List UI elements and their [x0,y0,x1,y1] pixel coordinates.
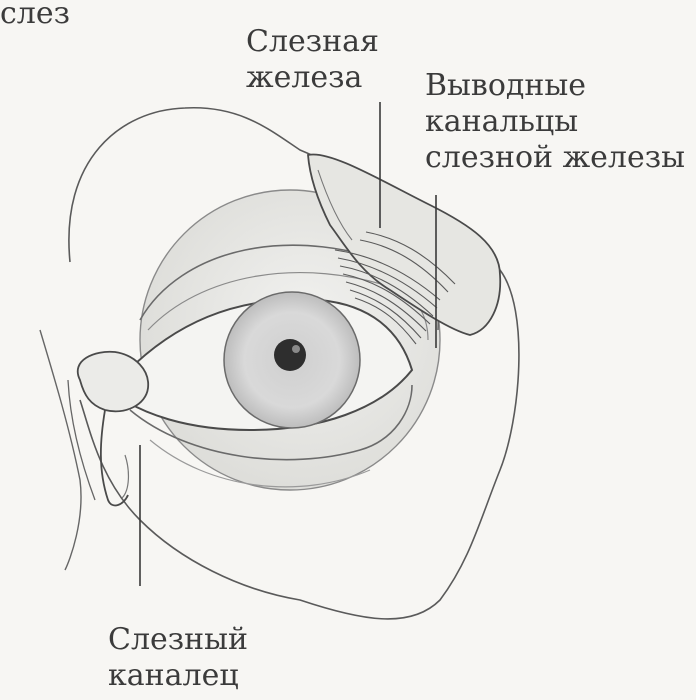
top-fragment-label: слез [0,0,70,31]
lacrimal-canaliculus [99,409,129,507]
pupil [274,339,306,371]
excretory-ducts [334,231,456,345]
lacrimal-canaliculus-label: Слезный каналец [108,622,248,693]
lower-eyelid [129,384,413,461]
excretory-ducts-label: Выводные канальцы слезной железы [425,68,685,175]
lacrimal-gland-label: Слезная железа [246,24,379,95]
lacrimal-sac [77,350,149,413]
nose-side-outline [39,329,82,571]
orbit-outline [68,107,520,620]
